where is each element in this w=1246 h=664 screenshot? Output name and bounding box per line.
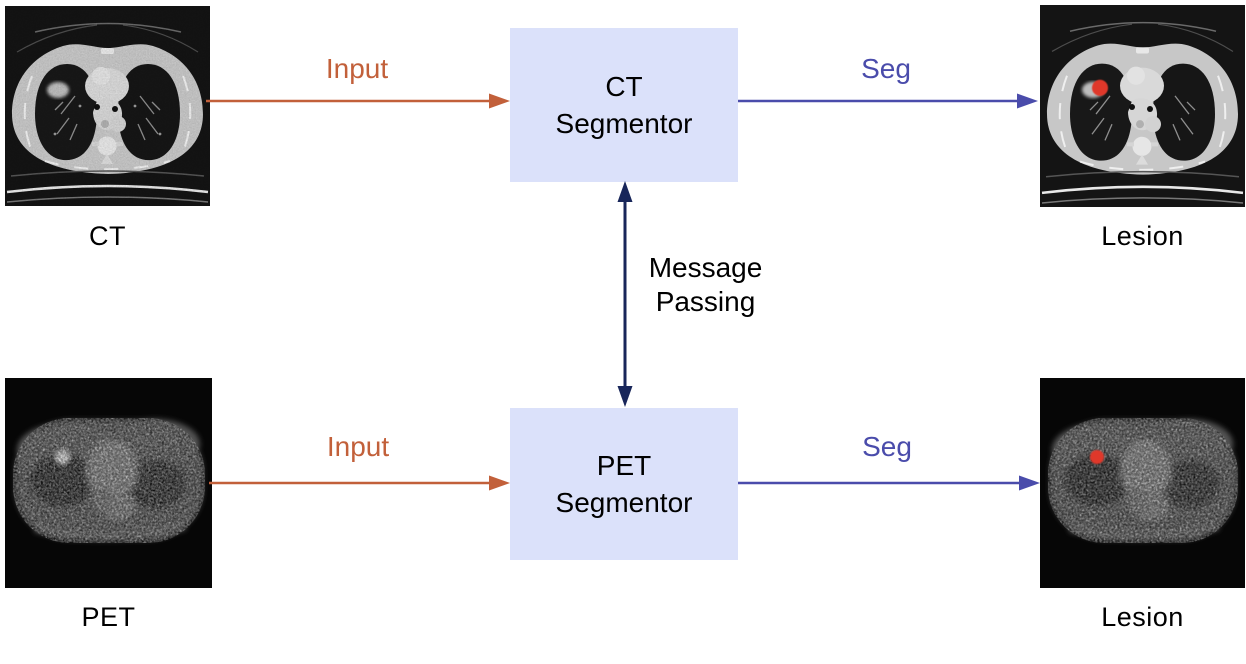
- ct-lesion-image: [1040, 5, 1245, 207]
- ct-image-label: CT: [89, 221, 126, 251]
- pet-segmentor-label-line2: Segmentor: [555, 487, 693, 518]
- message-passing-line1: Message: [648, 252, 763, 283]
- pet-lesion-label: Lesion: [1101, 602, 1184, 632]
- pet-input-arrow-label: Input: [326, 431, 390, 462]
- ct-segmentor-label-line2: Segmentor: [555, 108, 693, 139]
- pet-image-label: PET: [81, 602, 136, 632]
- message-passing-line2: Passing: [655, 286, 756, 317]
- pet-image: [5, 378, 212, 588]
- message-passing-label: Message Passing: [633, 251, 778, 319]
- pet-segmentor-label-line1: PET: [596, 450, 652, 481]
- ct-segmentor-box: CT Segmentor: [510, 28, 738, 182]
- pet-lesion-image: [1040, 378, 1245, 588]
- pet-input-arrow: [209, 475, 510, 491]
- ct-seg-arrow: [738, 93, 1038, 109]
- pet-lesion-marker: [1090, 450, 1104, 464]
- message-passing-arrow: [617, 181, 633, 407]
- ct-input-arrow-label: Input: [325, 53, 389, 84]
- ct-scan-graphic: [5, 6, 210, 206]
- ct-image: [5, 6, 210, 206]
- pet-segmentor-box: PET Segmentor: [510, 408, 738, 560]
- pet-lesion-graphic: [1040, 378, 1245, 588]
- ct-lesion-graphic: [1040, 5, 1245, 207]
- ct-segmentor-label-line1: CT: [605, 71, 643, 102]
- ct-seg-arrow-label: Seg: [861, 53, 911, 84]
- ct-lesion-marker: [1092, 79, 1108, 96]
- pet-seg-arrow-label: Seg: [862, 431, 912, 462]
- ct-input-arrow: [206, 93, 510, 109]
- pet-seg-arrow: [738, 475, 1040, 491]
- ct-lesion-label: Lesion: [1101, 221, 1184, 251]
- pet-scan-graphic: [5, 378, 212, 588]
